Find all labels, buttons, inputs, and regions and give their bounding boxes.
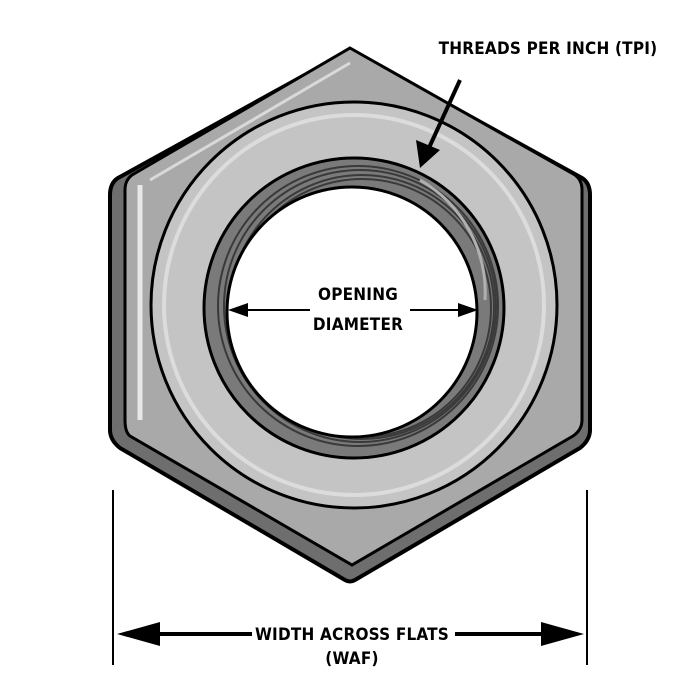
tpi-label: THREADS PER INCH (TPI) (439, 39, 658, 59)
opening-arrow-right (458, 303, 478, 317)
opening-label-line1: OPENING (318, 285, 398, 305)
waf-label-line1: WIDTH ACROSS FLATS (255, 625, 449, 645)
opening-arrow-left (228, 303, 248, 317)
waf-arrow-right (541, 622, 584, 646)
opening (225, 185, 479, 439)
waf-arrow-left (117, 622, 160, 646)
tpi-arrow-line (426, 79, 462, 151)
opening-label-line2: DIAMETER (313, 315, 403, 335)
tpi-arrow-head (416, 140, 440, 168)
waf-label-line2: (WAF) (325, 649, 378, 669)
